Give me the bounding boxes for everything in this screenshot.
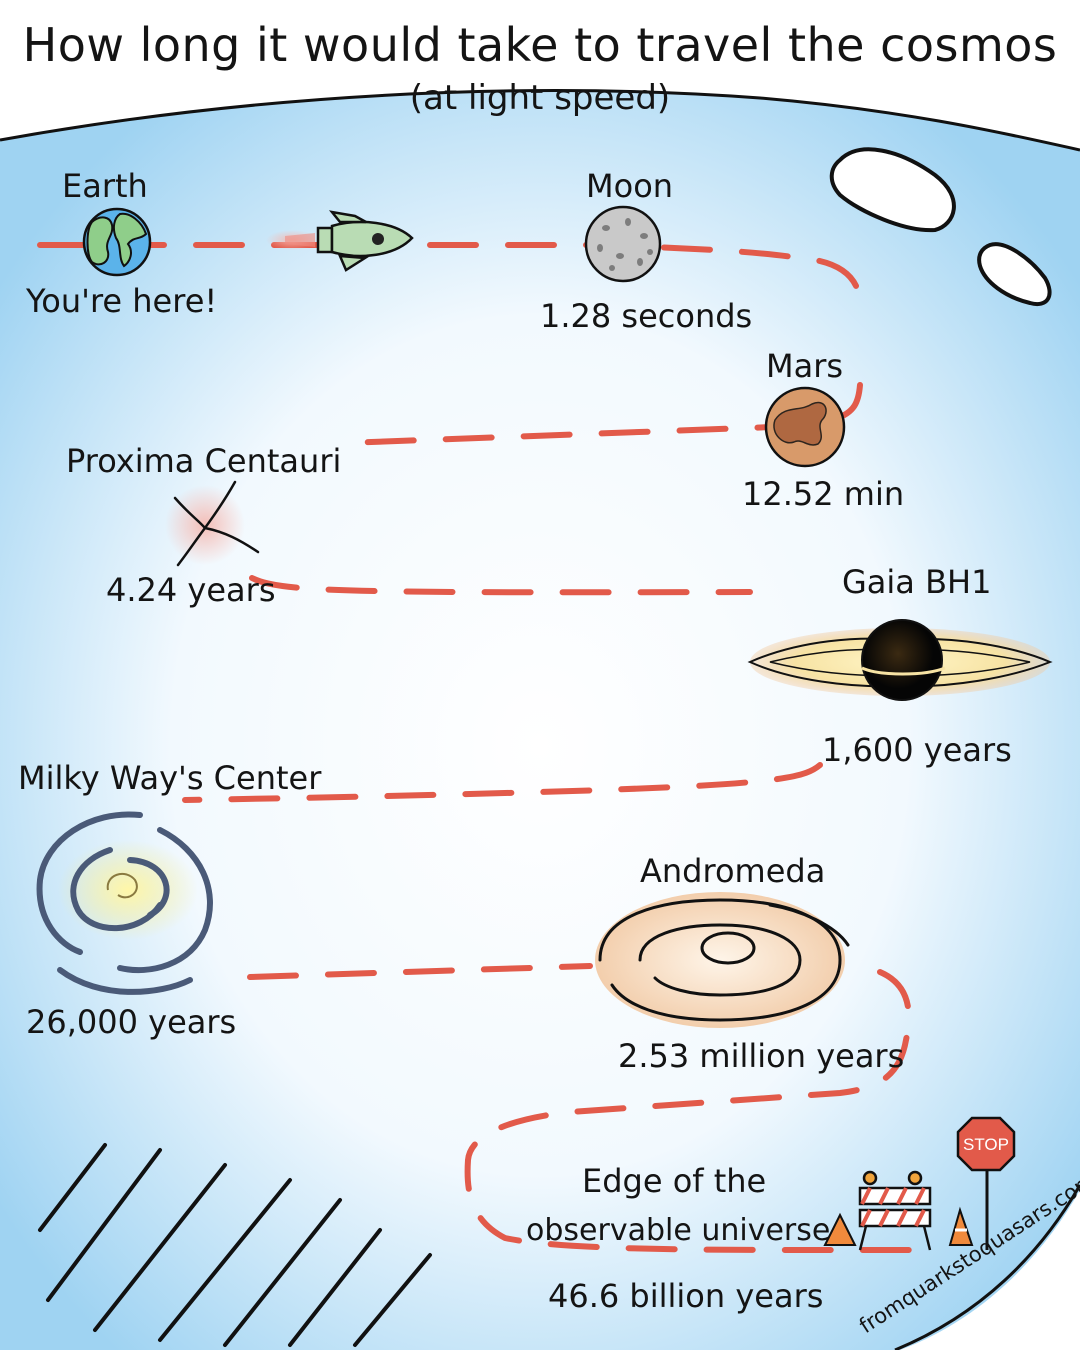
- edge-name-line1: Edge of the: [582, 1162, 767, 1200]
- mars-time: 12.52 min: [742, 475, 905, 513]
- proxima-centauri-name: Proxima Centauri: [66, 442, 342, 480]
- page-subtitle: (at light speed): [409, 78, 671, 118]
- moon-name: Moon: [586, 167, 674, 205]
- stop-sign-icon: STOP: [956, 1116, 1016, 1250]
- andromeda-name: Andromeda: [640, 852, 826, 890]
- star-icon: [165, 480, 260, 567]
- travel-path: [37, 242, 943, 1253]
- edge-time: 46.6 billion years: [548, 1277, 824, 1315]
- black-hole-icon: [747, 619, 1053, 701]
- glass-hatching: [38, 1143, 432, 1347]
- road-barrier-icon: [858, 1170, 932, 1251]
- porthole-rim-top: [0, 89, 1080, 152]
- earth-icon: [82, 207, 152, 277]
- milky-way-center-time: 26,000 years: [26, 1003, 237, 1041]
- gaia-bh1-name: Gaia BH1: [842, 563, 992, 601]
- moon-icon: [584, 205, 662, 283]
- stop-sign-text: STOP: [963, 1135, 1009, 1154]
- edge-name-line2: observable universe: [526, 1213, 831, 1248]
- page-title: How long it would take to travel the cos…: [22, 18, 1058, 72]
- galaxy-icon: [36, 811, 213, 995]
- proxima-centauri-time: 4.24 years: [106, 571, 276, 609]
- rocket-icon: [266, 210, 414, 272]
- mars-icon: [764, 386, 846, 468]
- porthole-glass: [0, 90, 1080, 1350]
- earth-note: You're here!: [26, 282, 218, 320]
- andromeda-galaxy-icon: [595, 892, 850, 1028]
- gaia-bh1-time: 1,600 years: [822, 731, 1012, 769]
- andromeda-time: 2.53 million years: [618, 1037, 905, 1075]
- porthole-window-icon: [829, 147, 1052, 307]
- earth-name: Earth: [62, 167, 148, 205]
- porthole-rim-bottom: [894, 1184, 1080, 1350]
- moon-time: 1.28 seconds: [540, 297, 753, 335]
- mars-name: Mars: [766, 347, 844, 385]
- traffic-cone-icon: [823, 1206, 974, 1246]
- milky-way-center-name: Milky Way's Center: [18, 759, 322, 797]
